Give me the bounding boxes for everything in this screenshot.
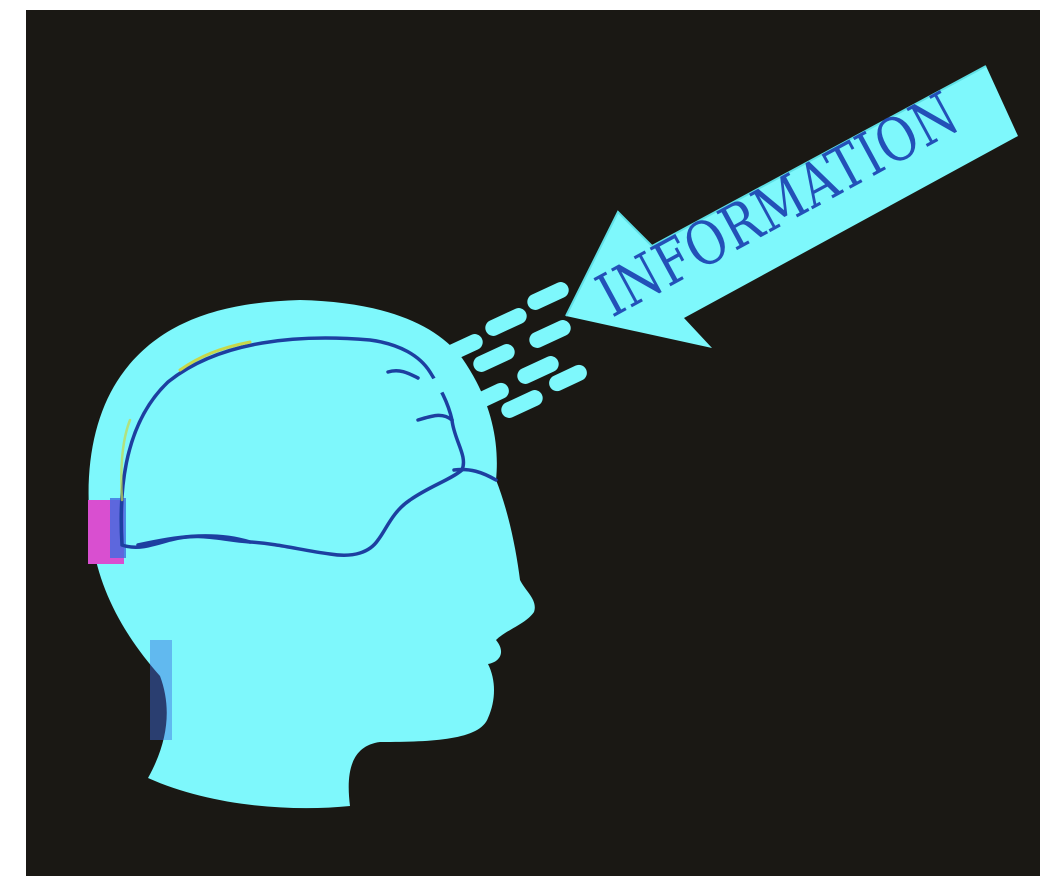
blue-patch-lower <box>150 640 172 740</box>
blue-patch-upper <box>110 498 126 558</box>
